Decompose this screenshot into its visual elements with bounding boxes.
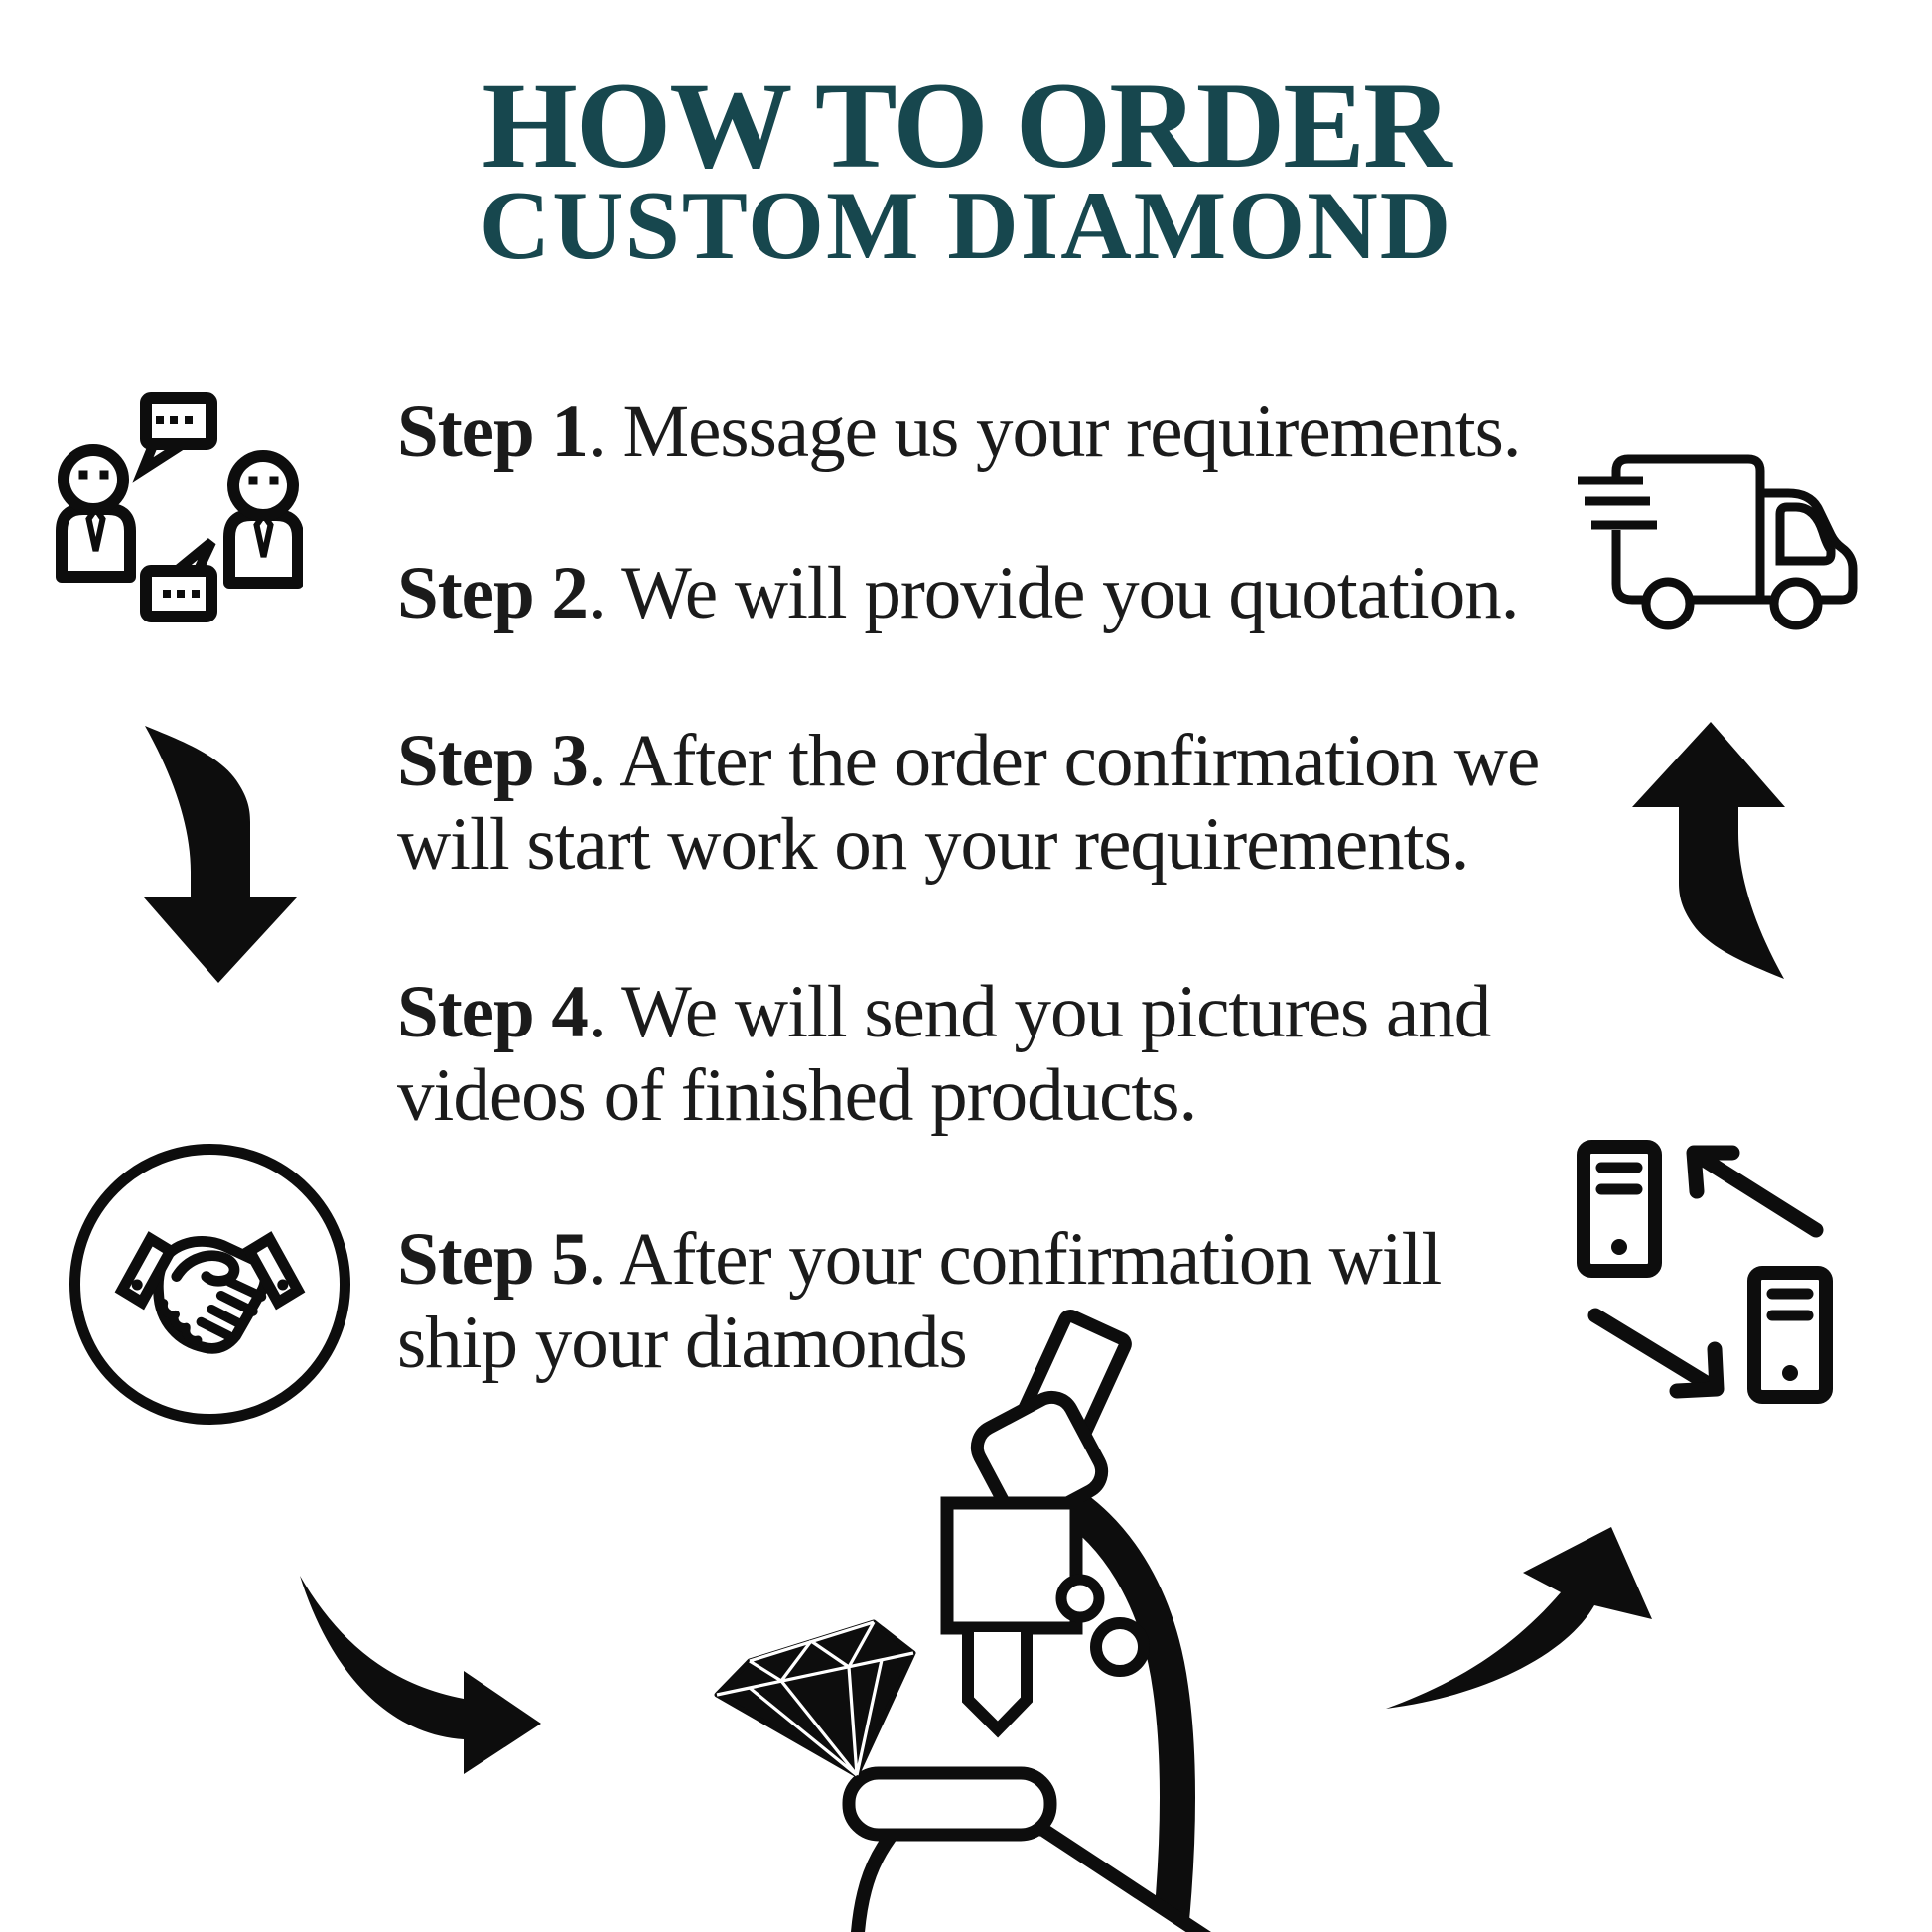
focus-knob-large bbox=[1090, 1617, 1150, 1677]
arrow-down-right bbox=[1587, 1308, 1721, 1395]
cufflinks bbox=[131, 1279, 289, 1291]
microscope-arm bbox=[1063, 1492, 1195, 1932]
person-right-tie bbox=[253, 509, 274, 558]
step-5-line-1: Step 5. After your confirmation will bbox=[397, 1218, 1442, 1301]
person-left-tie bbox=[85, 503, 106, 552]
arrow-up-shape bbox=[1632, 722, 1785, 979]
step-4-line-2: videos of finished products. bbox=[397, 1054, 1197, 1137]
person-right bbox=[223, 450, 303, 589]
wheel-rear bbox=[1641, 577, 1695, 630]
person-left-eye bbox=[99, 470, 109, 480]
person-left bbox=[56, 444, 136, 583]
curved-arrow-down-icon bbox=[144, 726, 297, 983]
truck-cab bbox=[1760, 488, 1858, 605]
step-2-line-1: Step 2. We will provide you quotation. bbox=[397, 552, 1519, 634]
bubble-dot bbox=[192, 590, 200, 598]
step-5-label: Step 5 bbox=[397, 1218, 589, 1301]
server-led bbox=[1782, 1365, 1798, 1381]
truck-wheels bbox=[1641, 577, 1823, 630]
knuckle-bumps bbox=[159, 1299, 203, 1345]
data-transfer-icon bbox=[1577, 1140, 1833, 1404]
step-3-label: Step 3 bbox=[397, 720, 589, 802]
bubble-dot bbox=[177, 590, 185, 598]
arrow-up-left-head bbox=[1686, 1145, 1740, 1199]
server-led bbox=[1611, 1239, 1627, 1255]
microscope-diamond-icon bbox=[714, 1309, 1211, 1932]
step-3-line-1: Step 3. After the order confirmation we bbox=[397, 720, 1540, 802]
cab-window bbox=[1775, 502, 1836, 566]
page-subtitle: CUSTOM DIAMOND bbox=[479, 172, 1453, 280]
focus-knob-small bbox=[1055, 1574, 1105, 1623]
step-5-line-2: ship your diamonds bbox=[397, 1302, 968, 1384]
clasped-hands bbox=[153, 1236, 271, 1354]
bubble-dot bbox=[185, 416, 193, 424]
person-right-eye bbox=[248, 476, 258, 485]
finger-lines bbox=[196, 1277, 267, 1341]
cargo-box bbox=[1611, 454, 1765, 600]
microscope-stage bbox=[842, 1766, 1057, 1842]
curved-arrow-up-icon bbox=[1632, 722, 1785, 979]
cargo-box-bottom bbox=[1611, 530, 1837, 605]
person-right-eye bbox=[269, 476, 279, 485]
person-right-head bbox=[227, 450, 299, 521]
bubble-dot bbox=[163, 590, 171, 598]
cufflink-right bbox=[277, 1279, 289, 1291]
step-1-label: Step 1 bbox=[397, 390, 589, 473]
step-1-line-1: Step 1. Message us your requirements. bbox=[397, 390, 1522, 473]
bubble-dot bbox=[170, 416, 178, 424]
wheel-front bbox=[1769, 577, 1823, 630]
step-2-text: Step 2. We will provide you quotation. bbox=[397, 552, 1638, 635]
step-4-line-1: Step 4. We will send you pictures and bbox=[397, 971, 1491, 1053]
page-title: HOW TO ORDER bbox=[482, 58, 1451, 194]
step-4-text: Step 4. We will send you pictures and vi… bbox=[397, 971, 1638, 1138]
arrow-right-shape bbox=[300, 1576, 541, 1774]
handshake-circle bbox=[69, 1144, 350, 1425]
curved-arrow-right-icon bbox=[300, 1576, 541, 1774]
diamond-facets bbox=[716, 1620, 914, 1777]
conversation-icon bbox=[56, 392, 303, 622]
step-4-label: Step 4 bbox=[397, 971, 589, 1053]
delivery-truck-icon bbox=[1578, 454, 1858, 630]
server-tower-right bbox=[1747, 1266, 1833, 1404]
arrow-down-right-head bbox=[1669, 1341, 1725, 1399]
arrow-up-left bbox=[1690, 1148, 1824, 1238]
step-2-label: Step 2 bbox=[397, 552, 589, 634]
speech-bubble-top bbox=[140, 392, 217, 450]
arrow-up-right-shape bbox=[1386, 1527, 1652, 1709]
cufflink-left bbox=[131, 1279, 143, 1291]
handshake-icon bbox=[69, 1144, 350, 1425]
arrow-down-shape bbox=[144, 726, 297, 983]
step-5-text: Step 5. After your confirmation will shi… bbox=[397, 1218, 1638, 1385]
server-tower-left bbox=[1577, 1140, 1662, 1278]
person-left-head bbox=[58, 444, 129, 515]
microscope-objective bbox=[962, 1632, 1033, 1738]
person-left-eye bbox=[78, 470, 88, 480]
diamond bbox=[714, 1619, 916, 1778]
bubble-dots bbox=[156, 416, 200, 598]
step-1-text: Step 1. Message us your requirements. bbox=[397, 390, 1638, 474]
thumb-line bbox=[171, 1250, 240, 1287]
bubble-dot bbox=[156, 416, 164, 424]
step-3-text: Step 3. After the order confirmation we … bbox=[397, 720, 1638, 887]
microscope-body bbox=[940, 1496, 1083, 1635]
speed-lines bbox=[1578, 476, 1657, 530]
curved-arrow-up-right-icon bbox=[1386, 1527, 1652, 1709]
step-3-line-2: will start work on your requirements. bbox=[397, 803, 1469, 886]
